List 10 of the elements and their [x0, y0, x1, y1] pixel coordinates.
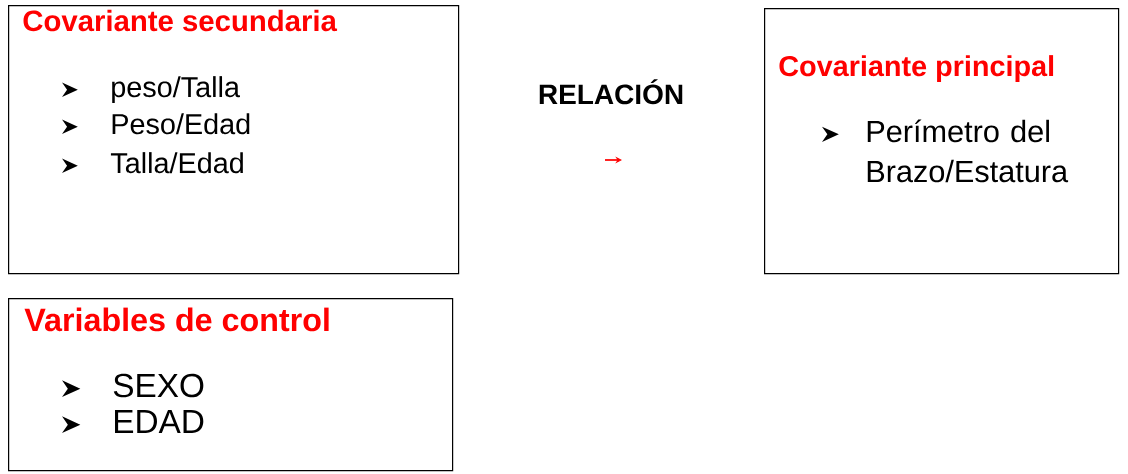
- list-item: Talla/Edad: [110, 152, 243, 174]
- list-item: Peso/Edad: [112, 113, 250, 135]
- list-item: peso/Talla: [112, 76, 240, 103]
- list-item: Perímetro del Brazo/Estatura: [867, 119, 1069, 183]
- relation-label: RELACIÓN: [539, 79, 683, 105]
- list-item: EDAD: [115, 410, 204, 433]
- box-heading: Covariante principal: [779, 55, 1054, 82]
- list-item: SEXO: [113, 373, 204, 398]
- box-heading: Covariante secundaria: [23, 9, 338, 32]
- box-heading: Variables de control: [24, 307, 329, 332]
